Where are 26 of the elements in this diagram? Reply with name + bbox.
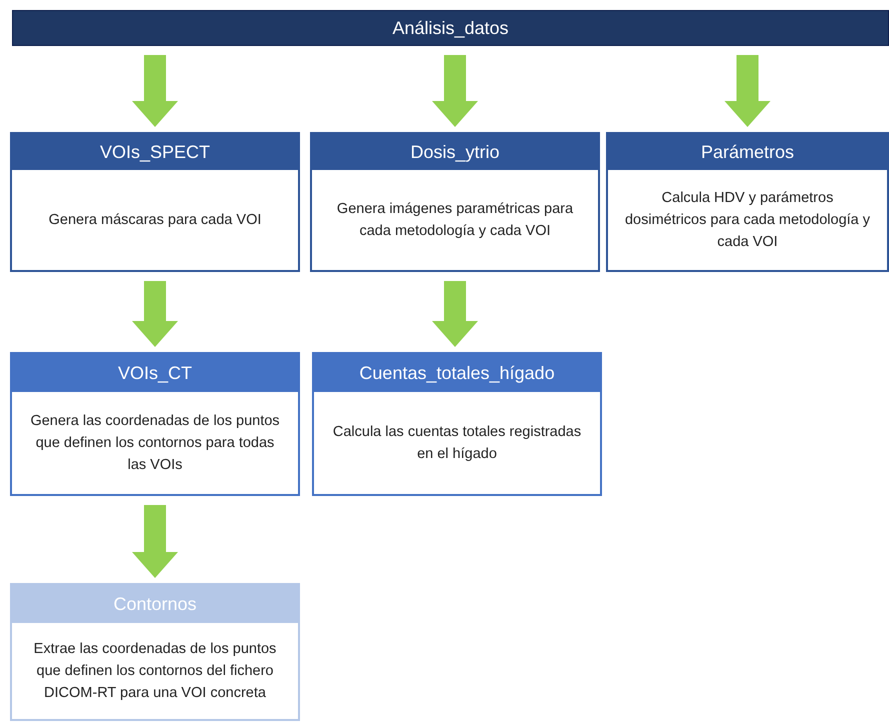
block-arrow [132, 55, 178, 127]
module-header: Cuentas_totales_hígado [314, 354, 600, 392]
block-arrow [132, 505, 178, 578]
module-box [10, 352, 300, 496]
module-box [606, 132, 889, 272]
module-description: Calcula las cuentas totales registradas en el hígado [332, 423, 582, 464]
module-description: Genera las coordenadas de los puntos que definen los contornos para todas las VOIs [29, 412, 281, 475]
block-arrow [432, 281, 478, 347]
module-box [10, 132, 300, 272]
module-header: Parámetros [608, 134, 887, 170]
module-description: Calcula HDV y parámetros dosimétricos para cada metodología y cada VOI [624, 189, 871, 252]
module-box [10, 583, 300, 721]
block-arrow [724, 55, 770, 127]
module-description: Extrae las coordenadas de los puntos que definen los contornos del fichero DICOM-RT para una VOI concreta [32, 640, 278, 703]
module-header: Dosis_ytrio [312, 134, 598, 170]
module-description: Genera imágenes paramétricas para cada metodología y cada VOI [336, 200, 574, 241]
module-header: VOIs_CT [12, 354, 298, 392]
module-box [312, 352, 602, 496]
banner-title: Análisis_datos [392, 16, 509, 40]
module-header: Contornos [12, 585, 298, 623]
title-banner [12, 10, 889, 46]
module-header: VOIs_SPECT [12, 134, 298, 170]
block-arrow [132, 281, 178, 347]
block-arrow [432, 55, 478, 127]
module-box [310, 132, 600, 272]
module-description: Genera máscaras para cada VOI [48, 211, 262, 230]
